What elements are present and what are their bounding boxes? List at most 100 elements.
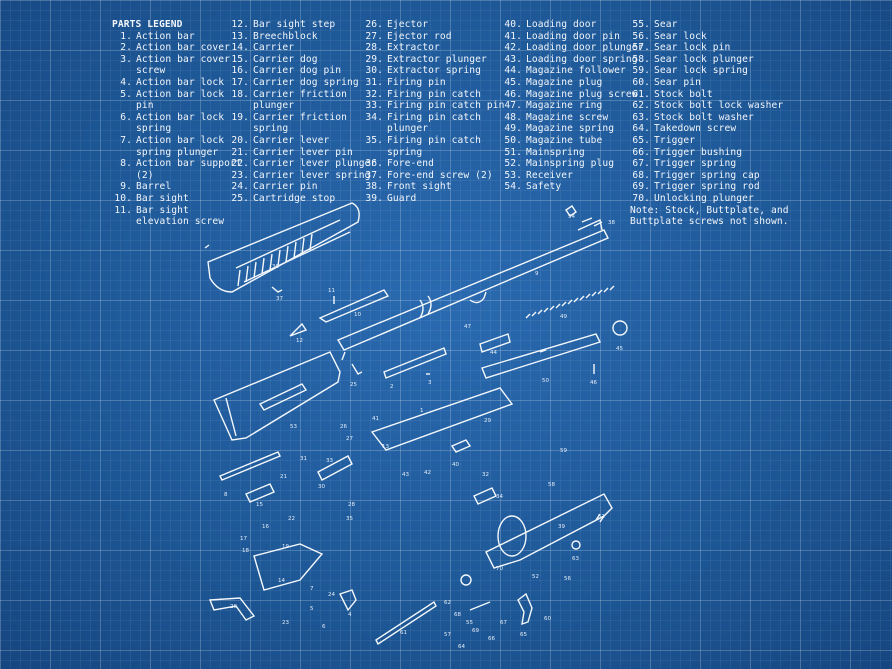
callout-action-bar: 1 <box>420 408 424 414</box>
legend-item-number: 3. <box>120 53 132 65</box>
callout-firing-pin-catch-plunger: 34 <box>496 494 503 500</box>
legend-item-label: Carrier lever pin <box>253 146 353 158</box>
legend-item: 49.Magazine spring <box>502 123 652 135</box>
callout-ejector-rod: 27 <box>346 436 353 442</box>
callout-mainspring-plug: 52 <box>532 574 539 580</box>
legend-item: 46.Magazine plug screw <box>502 89 652 101</box>
legend-item-label: Carrier dog spring <box>253 76 359 88</box>
legend-item-number: 58. <box>632 53 650 65</box>
firing-pin-catch-part <box>473 487 497 505</box>
callout-extractor-plunger: 29 <box>484 418 491 424</box>
legend-item: 13.Breechblock <box>229 31 379 43</box>
legend-item-number: 32. <box>365 88 383 100</box>
legend-item: 52.Mainspring plug <box>502 158 652 170</box>
legend-item: 18.Carrier friction plunger <box>229 89 379 112</box>
magazine-follower-part <box>479 333 511 353</box>
legend-item: 3.Action bar cover screw <box>112 54 247 77</box>
callout-action-bar-lock: 4 <box>348 612 352 618</box>
legend-item-number: 24. <box>231 181 249 193</box>
legend-item-label: Trigger spring <box>654 158 737 170</box>
callout-action-bar-cover: 2 <box>390 384 394 390</box>
legend-item-number: 64. <box>632 123 650 135</box>
legend-item-label: Fore-end <box>387 158 435 170</box>
legend-item-number: 4. <box>120 76 132 88</box>
legend-item-number: 39. <box>365 192 383 204</box>
callout-magazine-ring: 47 <box>464 324 471 330</box>
legend-item-number: 61. <box>632 88 650 100</box>
legend-item-label: Action bar support (2) <box>136 158 242 181</box>
callout-stock-bolt: 61 <box>400 630 407 636</box>
legend-item-number: 68. <box>632 169 650 181</box>
legend-item-label: Firing pin catch pin <box>387 100 505 112</box>
legend-item-label: Front sight <box>387 181 452 193</box>
magazine-tube-part <box>481 333 601 379</box>
legend-item: 42.Loading door plunger <box>502 42 652 54</box>
legend-item-label: Magazine screw <box>526 111 609 123</box>
legend-item: 26.Ejector <box>363 19 521 31</box>
legend-item-label: Carrier <box>253 42 295 54</box>
callout-sear-lock-spring: 59 <box>560 448 567 454</box>
callout-bar-sight-step: 12 <box>296 338 303 344</box>
callout-front-sight: 38 <box>608 220 615 226</box>
sear-part <box>469 601 491 611</box>
legend-item-label: Extractor <box>387 42 440 54</box>
legend-item-label: Breechblock <box>253 30 318 42</box>
legend-item-label: Trigger bushing <box>654 146 743 158</box>
callout-carrier-dog-pin: 16 <box>262 524 269 530</box>
legend-item: 67.Trigger spring <box>630 158 790 170</box>
legend-item-label: Magazine tube <box>526 134 603 146</box>
callout-firing-pin: 31 <box>300 456 307 462</box>
legend-item-number: 34. <box>365 111 383 123</box>
legend-item: 17.Carrier dog spring <box>229 77 379 89</box>
callout-carrier-lever-pin: 21 <box>280 474 287 480</box>
legend-item-label: Carrier friction spring <box>253 111 348 135</box>
callout-receiver: 53 <box>290 424 297 430</box>
callout-sear-lock: 56 <box>564 576 571 582</box>
legend-item: 48. Magazine screw <box>502 112 652 124</box>
legend-item: 45.Magazine plug <box>502 77 652 89</box>
legend-item-label: Sear lock <box>654 30 707 42</box>
legend-item-number: 52. <box>504 158 522 170</box>
carrier-lever-part <box>208 597 256 621</box>
legend-item: 6.Action bar lock spring <box>112 112 247 135</box>
legend-item: 53.Receiver <box>502 170 652 182</box>
callout-firing-pin-catch: 32 <box>482 472 489 478</box>
legend-item: 43.Loading door spring <box>502 54 652 66</box>
callout-takedown-screw: 64 <box>458 644 465 650</box>
safety-part <box>565 205 577 217</box>
callout-unlocking-plunger: 70 <box>496 566 503 572</box>
magazine-plug-part <box>612 320 628 336</box>
legend-item: 28.Extractor <box>363 42 521 54</box>
legend-item-number: 16. <box>231 65 249 77</box>
legend-item-label: Carrier lever spring <box>253 169 371 181</box>
legend-item-label: Firing pin catch spring <box>387 134 482 158</box>
callout-loading-door-spring: 43 <box>402 472 409 478</box>
legend-item: 51.Mainspring <box>502 147 652 159</box>
legend-item-label: Loading door <box>526 19 597 30</box>
legend-item-label: Loading door spring <box>526 53 638 65</box>
legend-item-number: 48. <box>504 111 522 123</box>
legend-item: 29.Extractor plunger <box>363 54 521 66</box>
legend-item-label: Magazine follower <box>526 65 626 77</box>
legend-item-number: 15. <box>231 53 249 65</box>
callout-barrel: 9 <box>535 271 539 277</box>
legend-item-label: Trigger spring rod <box>654 181 760 193</box>
legend-item-number: 12. <box>231 19 249 30</box>
legend-item-label: Action bar lock spring plunger <box>136 134 225 158</box>
legend-item-number: 63. <box>632 111 650 123</box>
callout-carrier-lever-plunger: 22 <box>288 516 295 522</box>
legend-item: 9.Barrel <box>112 181 247 193</box>
legend-item-number: 50. <box>504 134 522 146</box>
legend-item: 24.Carrier pin <box>229 181 379 193</box>
legend-item-number: 62. <box>632 100 650 112</box>
legend-item-label: Cartridge stop <box>253 192 336 204</box>
legend-item-label: Carrier dog pin <box>253 65 342 77</box>
legend-item: 57.Sear lock pin <box>630 42 790 54</box>
legend-item: 4.Action bar lock <box>112 77 247 89</box>
callout-safety: 54 <box>568 214 575 220</box>
legend-item-number: 14. <box>231 42 249 54</box>
